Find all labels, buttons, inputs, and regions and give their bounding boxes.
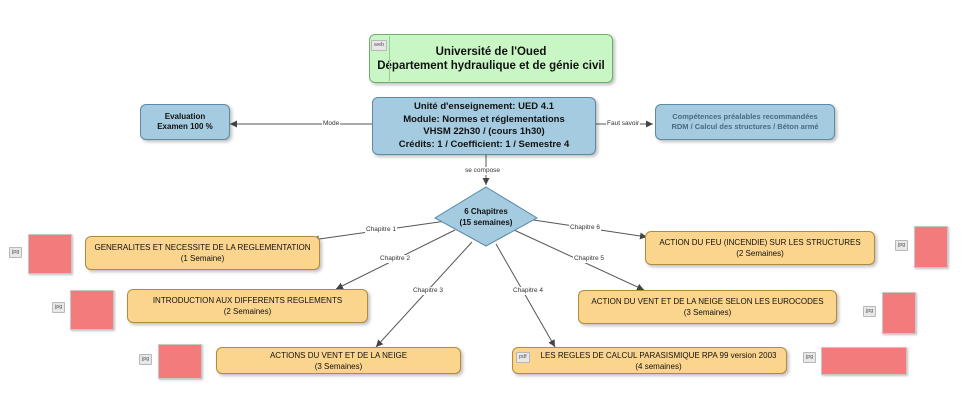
chapitres-diamond xyxy=(434,186,538,247)
central-line-3: VHSM 22h30 / (cours 1h30) xyxy=(423,126,545,137)
edge-chapitre-4 xyxy=(495,243,556,348)
department-name: Département hydraulique et de génie civi… xyxy=(377,59,605,72)
chapter-6-box[interactable]: ACTION DU FEU (INCENDIE) SUR LES STRUCTU… xyxy=(645,231,875,265)
chapter-1-duration: (1 Semaine) xyxy=(180,254,225,263)
chapter-4-title: LES REGLES DE CALCUL PARASISMIQUE RPA 99… xyxy=(540,350,777,360)
jpg-tag-4[interactable]: jpg xyxy=(895,240,909,251)
chapter-5-duration: (3 Semaines) xyxy=(683,308,732,317)
edge-label-faut-savoir: Faut savoir xyxy=(606,120,641,128)
jpg-tag-1[interactable]: jpg xyxy=(9,247,23,258)
web-link-tag[interactable]: web xyxy=(371,40,388,51)
chapter-6-duration: (2 Semaines) xyxy=(736,249,784,258)
image-thumbnail-5[interactable] xyxy=(882,292,916,334)
central-line-4: Crédits: 1 / Coefficient: 1 / Semestre 4 xyxy=(398,138,570,150)
jpg-tag-6[interactable]: jpg xyxy=(803,352,817,363)
chapter-3-title: ACTIONS DU VENT ET DE LA NEIGE xyxy=(269,350,408,360)
image-thumbnail-3[interactable] xyxy=(158,344,202,379)
chapter-4-duration: (4 semaines) xyxy=(635,361,682,371)
edge-label-chapitre-3: Chapitre 3 xyxy=(412,287,444,295)
chapter-3-box[interactable]: ACTIONS DU VENT ET DE LA NEIGE (3 Semain… xyxy=(216,347,461,374)
chapter-5-box[interactable]: ACTION DU VENT ET DE LA NEIGE SELON LES … xyxy=(578,290,837,324)
header-tag-divider xyxy=(389,36,390,81)
image-thumbnail-6[interactable] xyxy=(821,347,907,375)
jpg-tag-2[interactable]: jpg xyxy=(52,302,66,313)
edge-label-chapitre-1: Chapitre 1 xyxy=(365,226,397,234)
evaluation-mode: Examen 100 % xyxy=(157,122,213,131)
central-module-box: Unité d'enseignement: UED 4.1 Module: No… xyxy=(372,97,596,155)
image-thumbnail-4[interactable] xyxy=(914,226,948,268)
evaluation-title: Evaluation xyxy=(164,111,206,121)
chapter-2-title: INTRODUCTION AUX DIFFERENTS REGLEMENTS xyxy=(152,296,343,305)
university-name: Université de l'Oued xyxy=(435,45,547,58)
pdf-attachment-tag[interactable]: pdf xyxy=(516,352,530,363)
image-thumbnail-1[interactable] xyxy=(28,234,72,274)
edge-label-chapitre-2: Chapitre 2 xyxy=(379,255,411,263)
image-thumbnail-2[interactable] xyxy=(70,290,114,330)
chapter-2-box[interactable]: INTRODUCTION AUX DIFFERENTS REGLEMENTS (… xyxy=(127,289,368,323)
chapitres-weeks: (15 semaines) xyxy=(459,217,513,227)
jpg-tag-3[interactable]: jpg xyxy=(139,354,153,365)
edge-label-chapitre-4: Chapitre 4 xyxy=(512,287,544,295)
evaluation-box: Evaluation Examen 100 % xyxy=(140,104,230,140)
chapitres-count: 6 Chapitres xyxy=(464,207,508,216)
chapter-5-title: ACTION DU VENT ET DE LA NEIGE SELON LES … xyxy=(591,297,824,306)
edge-label-chapitre-6: Chapitre 6 xyxy=(569,224,601,232)
edge-label-se-compose: se compose xyxy=(464,167,502,175)
chapter-2-duration: (2 Semaines) xyxy=(223,307,272,316)
central-line-2: Module: Normes et réglementations xyxy=(403,113,565,125)
chapter-1-title: GENERALITES ET NECESSITE DE LA REGLEMENT… xyxy=(94,243,311,252)
competences-list: RDM / Calcul des structures / Béton armé xyxy=(671,122,819,131)
jpg-tag-5[interactable]: jpg xyxy=(863,306,877,317)
chapitres-diamond-label: 6 Chapitres (15 semaines) xyxy=(446,207,526,228)
university-header-box: Université de l'Oued Département hydraul… xyxy=(369,34,613,83)
chapter-4-box[interactable]: LES REGLES DE CALCUL PARASISMIQUE RPA 99… xyxy=(512,347,787,374)
chapter-6-title: ACTION DU FEU (INCENDIE) SUR LES STRUCTU… xyxy=(659,238,861,247)
chapter-3-duration: (3 Semaines) xyxy=(314,361,363,371)
chapter-1-box[interactable]: GENERALITES ET NECESSITE DE LA REGLEMENT… xyxy=(85,236,320,270)
competences-title: Compétences préalables recommandées xyxy=(672,111,818,121)
central-line-1: Unité d'enseignement: UED 4.1 xyxy=(413,101,555,112)
competences-box: Compétences préalables recommandées RDM … xyxy=(655,104,835,140)
edge-label-mode: Mode xyxy=(322,120,341,128)
edge-label-chapitre-5: Chapitre 5 xyxy=(573,255,605,263)
